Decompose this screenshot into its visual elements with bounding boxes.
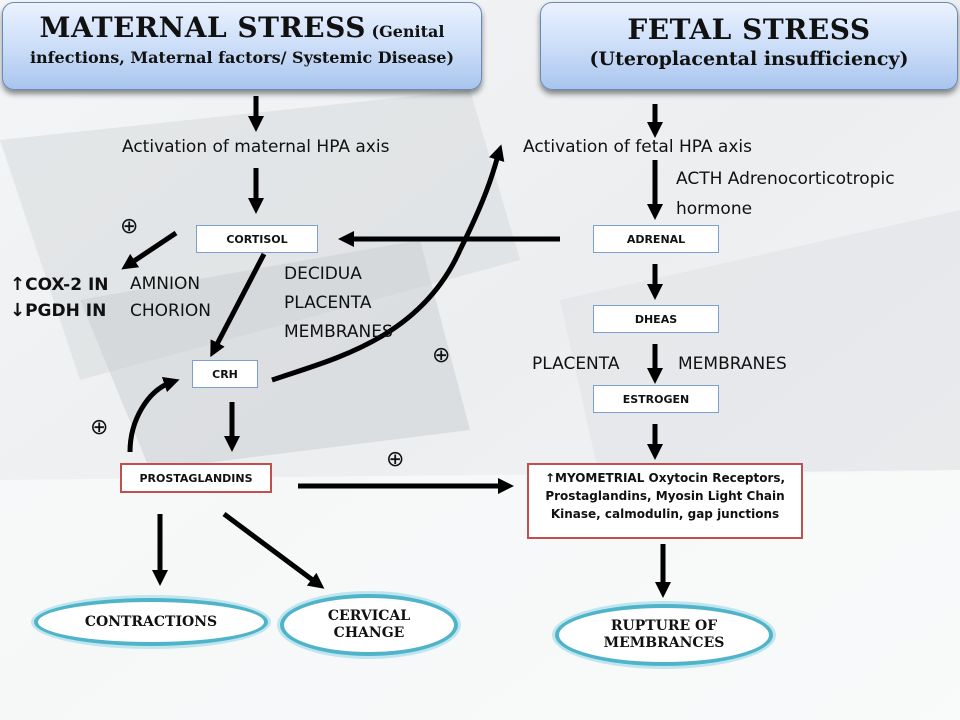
positive-feedback-icon-myometrial: ⊕: [386, 447, 405, 472]
adrenal-box: ADRENAL: [593, 225, 719, 253]
placenta-right-label: PLACENTA: [532, 354, 620, 374]
up-arrow-icon: ↑: [10, 274, 26, 295]
myometrial-line2: Prostaglandins, Myosin Light Chain: [545, 489, 785, 503]
decidua-label: DECIDUA: [284, 264, 362, 284]
down-arrow-icon: ↓: [10, 300, 26, 321]
placenta-left-label: PLACENTA: [284, 293, 372, 313]
cox2-label: ↑COX-2 IN: [10, 274, 109, 295]
cervical-label-line2: CHANGE: [333, 625, 405, 641]
maternal-stress-title: MATERNAL STRESS: [39, 11, 366, 44]
maternal-stress-header: MATERNAL STRESS (Genital infections, Mat…: [2, 2, 482, 90]
cervical-label-line1: CERVICAL: [327, 608, 411, 624]
rupture-label-line2: MEMBRANCES: [603, 635, 725, 651]
membranes-right-label: MEMBRANES: [678, 354, 787, 374]
positive-feedback-icon-prostaglandins: ⊕: [90, 415, 109, 440]
dheas-box: DHEAS: [593, 305, 719, 333]
fetal-stress-subtitle: (Uteroplacental insufficiency): [589, 48, 909, 70]
fetal-stress-header: FETAL STRESS (Uteroplacental insufficien…: [540, 2, 958, 90]
membranes-left-label: MEMBRANES: [284, 322, 393, 342]
rupture-oval: RUPTURE OF MEMBRANCES: [555, 604, 773, 666]
maternal-hpa-label: Activation of maternal HPA axis: [122, 137, 390, 157]
myometrial-line3: Kinase, calmodulin, gap junctions: [550, 507, 780, 521]
contractions-label: CONTRACTIONS: [84, 613, 218, 630]
positive-feedback-icon-crh: ⊕: [432, 343, 451, 368]
acth-label-line1: ACTH Adrenocorticotropic: [676, 169, 895, 189]
fetal-stress-title: FETAL STRESS: [627, 13, 871, 46]
maternal-stress-title-suffix: (Genital: [371, 22, 445, 41]
up-arrow-icon: ↑: [544, 471, 555, 485]
chorion-label: CHORION: [130, 301, 211, 321]
amnion-label: AMNION: [130, 274, 201, 294]
rupture-label-line1: RUPTURE OF: [610, 618, 718, 634]
estrogen-box: ESTROGEN: [593, 385, 719, 413]
crh-box: CRH: [192, 360, 258, 388]
myometrial-box: ↑MYOMETRIAL Oxytocin Receptors, Prostagl…: [527, 463, 803, 539]
contractions-oval: CONTRACTIONS: [34, 598, 268, 646]
fetal-hpa-label: Activation of fetal HPA axis: [523, 137, 752, 157]
myometrial-line1: ↑MYOMETRIAL Oxytocin Receptors,: [544, 471, 786, 485]
pgdh-label: ↓PGDH IN: [10, 300, 107, 321]
prostaglandins-box: PROSTAGLANDINS: [120, 463, 272, 493]
positive-feedback-icon-cortisol: ⊕: [120, 214, 139, 239]
cervical-change-oval: CERVICAL CHANGE: [280, 594, 458, 656]
cortisol-box: CORTISOL: [196, 225, 318, 253]
maternal-stress-subtitle: infections, Maternal factors/ Systemic D…: [29, 48, 455, 67]
acth-label-line2: hormone: [676, 199, 753, 219]
